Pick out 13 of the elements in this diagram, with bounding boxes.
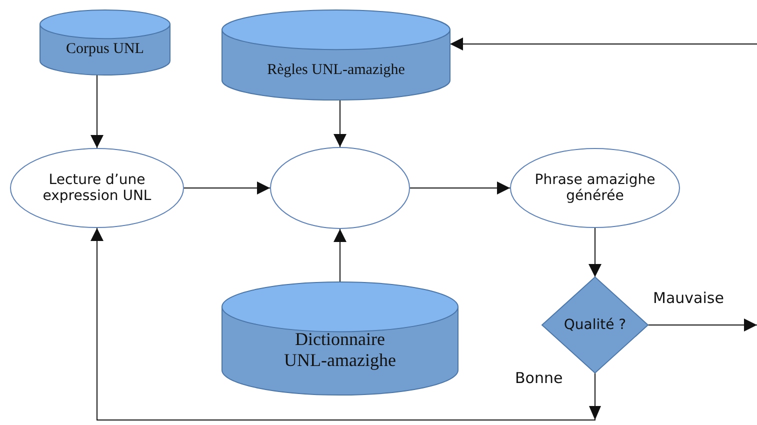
process-ellipse — [10, 148, 184, 228]
process-ellipse — [510, 148, 680, 228]
node-label: Qualité ? — [564, 317, 626, 333]
node-label: Lecture d’une expression UNL — [42, 172, 152, 204]
decision-diamond — [542, 277, 648, 373]
node-label: Corpus UNL — [65, 41, 145, 58]
node-label: Règles UNL-amazighe — [266, 62, 406, 80]
process-ellipse — [270, 147, 410, 229]
node-label: Dictionnaire UNL-amazighe — [283, 328, 397, 371]
database-cylinder — [222, 282, 458, 395]
node-label: Phrase amazighe générée — [534, 172, 656, 204]
database-cylinder — [222, 10, 450, 100]
database-cylinder — [40, 10, 170, 75]
